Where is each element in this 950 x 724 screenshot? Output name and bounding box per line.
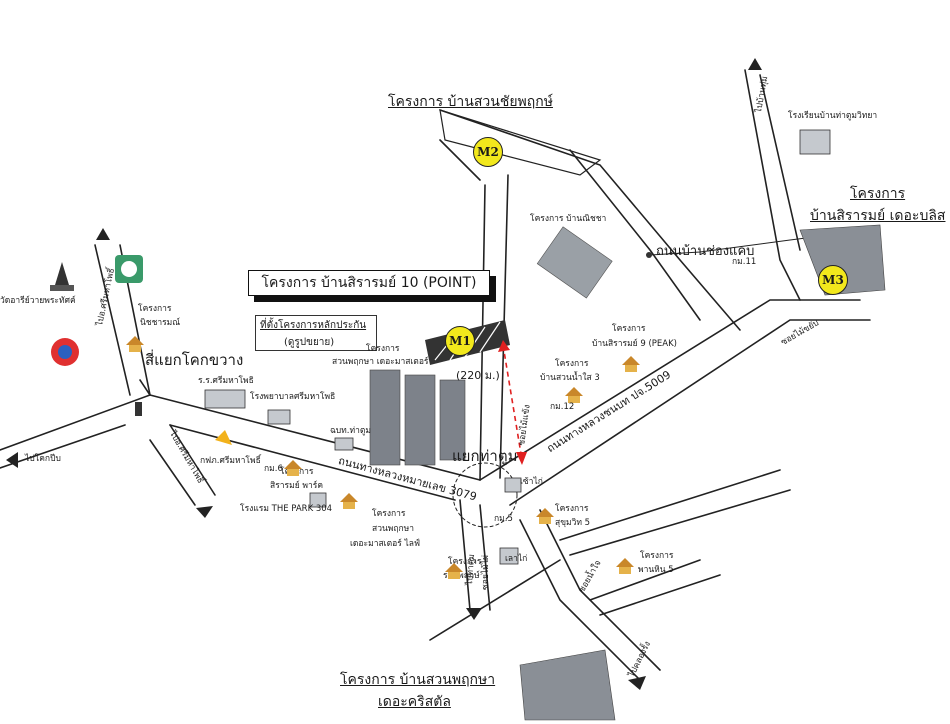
arrow-west [6,452,18,468]
heading-bliss-1: โครงการ [850,186,906,202]
place-temple: วัดอารีย์วายพระทัศค์ [0,296,76,306]
road-south-left [149,424,216,506]
place-phanhin-1: โครงการ [640,551,674,561]
road-south-right [519,509,661,681]
house-icon [284,460,302,476]
distance-label: (220 ม.) [456,369,500,382]
intersection-ring [452,462,518,528]
hwy5009-top [479,299,861,481]
house-icon [340,493,358,509]
road-to-khokpip-label: ไปโคกปีบ [25,454,61,464]
road-m2-east [439,139,701,321]
village-master [369,369,466,466]
place-school-tha-tum: โรงเรียนบ้านท่าตูมวิทยา [788,111,878,121]
place-electric: กฟภ.ศรีมหาโพธิ์ [200,456,261,466]
place-hospital: โรงพยาบาลศรีมหาโพธิ [250,392,336,402]
place-life-1: โครงการ [372,509,406,519]
chong-khaep-dot [646,252,652,258]
road-south-middle [459,499,491,611]
village-nicha [536,226,613,299]
collateral-box: ที่ตั้งโครงการหลักประกัน (ดูรูปขยาย) [255,315,377,351]
house-icon [565,387,583,403]
house-icon [616,558,634,574]
hwy3079-top [149,394,481,481]
place-hotel: โรงแรม THE PARK 304 [240,504,333,514]
main-project-title: โครงการ บ้านสิรารมย์ 10 (POINT) [248,270,490,296]
arrow-north-right [748,58,762,70]
m2-plot [439,109,602,176]
place-phanhin-2: พานหิน 5 [638,565,674,575]
place-master-2: สวนพฤกษา เดอะมาสเตอร์ [332,357,429,367]
marker-m2: M2 [473,137,503,167]
electric-icon [215,430,232,445]
road-left-lower [0,424,126,469]
hwy5009-bottom [509,319,871,506]
place-school-sri: ร.ร.ศรีมหาโพธิ [198,376,254,386]
house-icon [126,336,144,352]
place-substation: ฉบท.ท่าตูม [330,426,371,436]
road-south-diagonal [429,559,561,641]
place-sukhumvit-2: สุขุมวิท 5 [555,518,591,528]
place-km12: กม.12 [550,402,575,412]
village-crystal [519,649,616,721]
road-soi-mai-pai-label: ซอยไม้ไผ่ [481,555,491,590]
house-icon [622,356,640,372]
arrow-south-middle [466,608,482,620]
house-icon [445,563,463,579]
place-ban-nicha: โครงการ บ้านณิชชา [530,214,607,224]
temple-icon [50,262,74,291]
bank-logo-icon [115,255,143,283]
arrow-south-right [628,676,646,690]
place-peak-2: บ้านสิรารมย์ 9 (PEAK) [592,339,677,349]
road-m2-east-top [439,109,741,331]
place-rachaphruek-2: ราชพฤกษ์ [443,571,480,581]
collateral-line-1: ที่ตั้งโครงการหลักประกัน [260,320,367,331]
place-km6: กม.6 [264,464,283,474]
distance-line [502,344,523,461]
collateral-line-2: (ดูรูปขยาย) [284,337,335,348]
intersection-tha-tum: แยกท่าตูม [452,447,518,465]
place-master-1: โครงการ [366,344,400,354]
road-north-right [744,69,801,301]
heading-chaiyaphruek: โครงการ บ้านสวนชัยพฤกษ์ [388,94,553,110]
place-km11: กม.11 [732,257,757,267]
place-nicharom-2: นิชชารมณ์ [140,318,181,328]
heading-crystal-2: เดอะคริสตัล [378,694,451,710]
distance-arrows [498,340,527,465]
place-nicharom-1: โครงการ [138,304,172,314]
place-park-2: สิรารมย์ พาร์ค [270,481,324,491]
intersection-kok-kwang: สี่แยกโคกขวาง [145,351,244,369]
heading-bliss-2: บ้านสิรารมย์ เดอะบลิส [810,208,946,224]
house-icon [536,508,554,524]
arrow-south-left [196,506,213,518]
road-left-upper [0,379,152,451]
road-east-south [589,559,721,616]
marker-m1: M1 [445,326,475,356]
place-suanpl-1: โครงการ [555,359,589,369]
place-peak-1: โครงการ [612,324,646,334]
place-sukhumvit-1: โครงการ [555,504,589,514]
place-rachaphruek-1: โครงการ [448,557,482,567]
heading-crystal-1: โครงการ บ้านสวนพฤกษา [340,672,496,688]
traffic-light-icon [135,402,142,416]
arrow-north-left [96,228,110,240]
road-east-lower [559,469,791,556]
place-life-3: เดอะมาสเตอร์ ไลฟ์ [350,539,420,549]
marker-m3: M3 [818,265,848,295]
buildings [204,129,831,565]
place-suanpl-2: บ้านสวนน้ำใส 3 [540,373,600,383]
road-chong-khaep-label: ถนนบ้านช่องแคบ [656,244,755,259]
place-life-2: สวนพฤกษา [372,524,415,534]
ptt-logo-icon [51,338,79,366]
place-seven-2: เลาไก่ [505,554,528,564]
place-seven-1: เซ้าไก่ [520,477,543,487]
place-km5: กม.5 [494,514,513,524]
